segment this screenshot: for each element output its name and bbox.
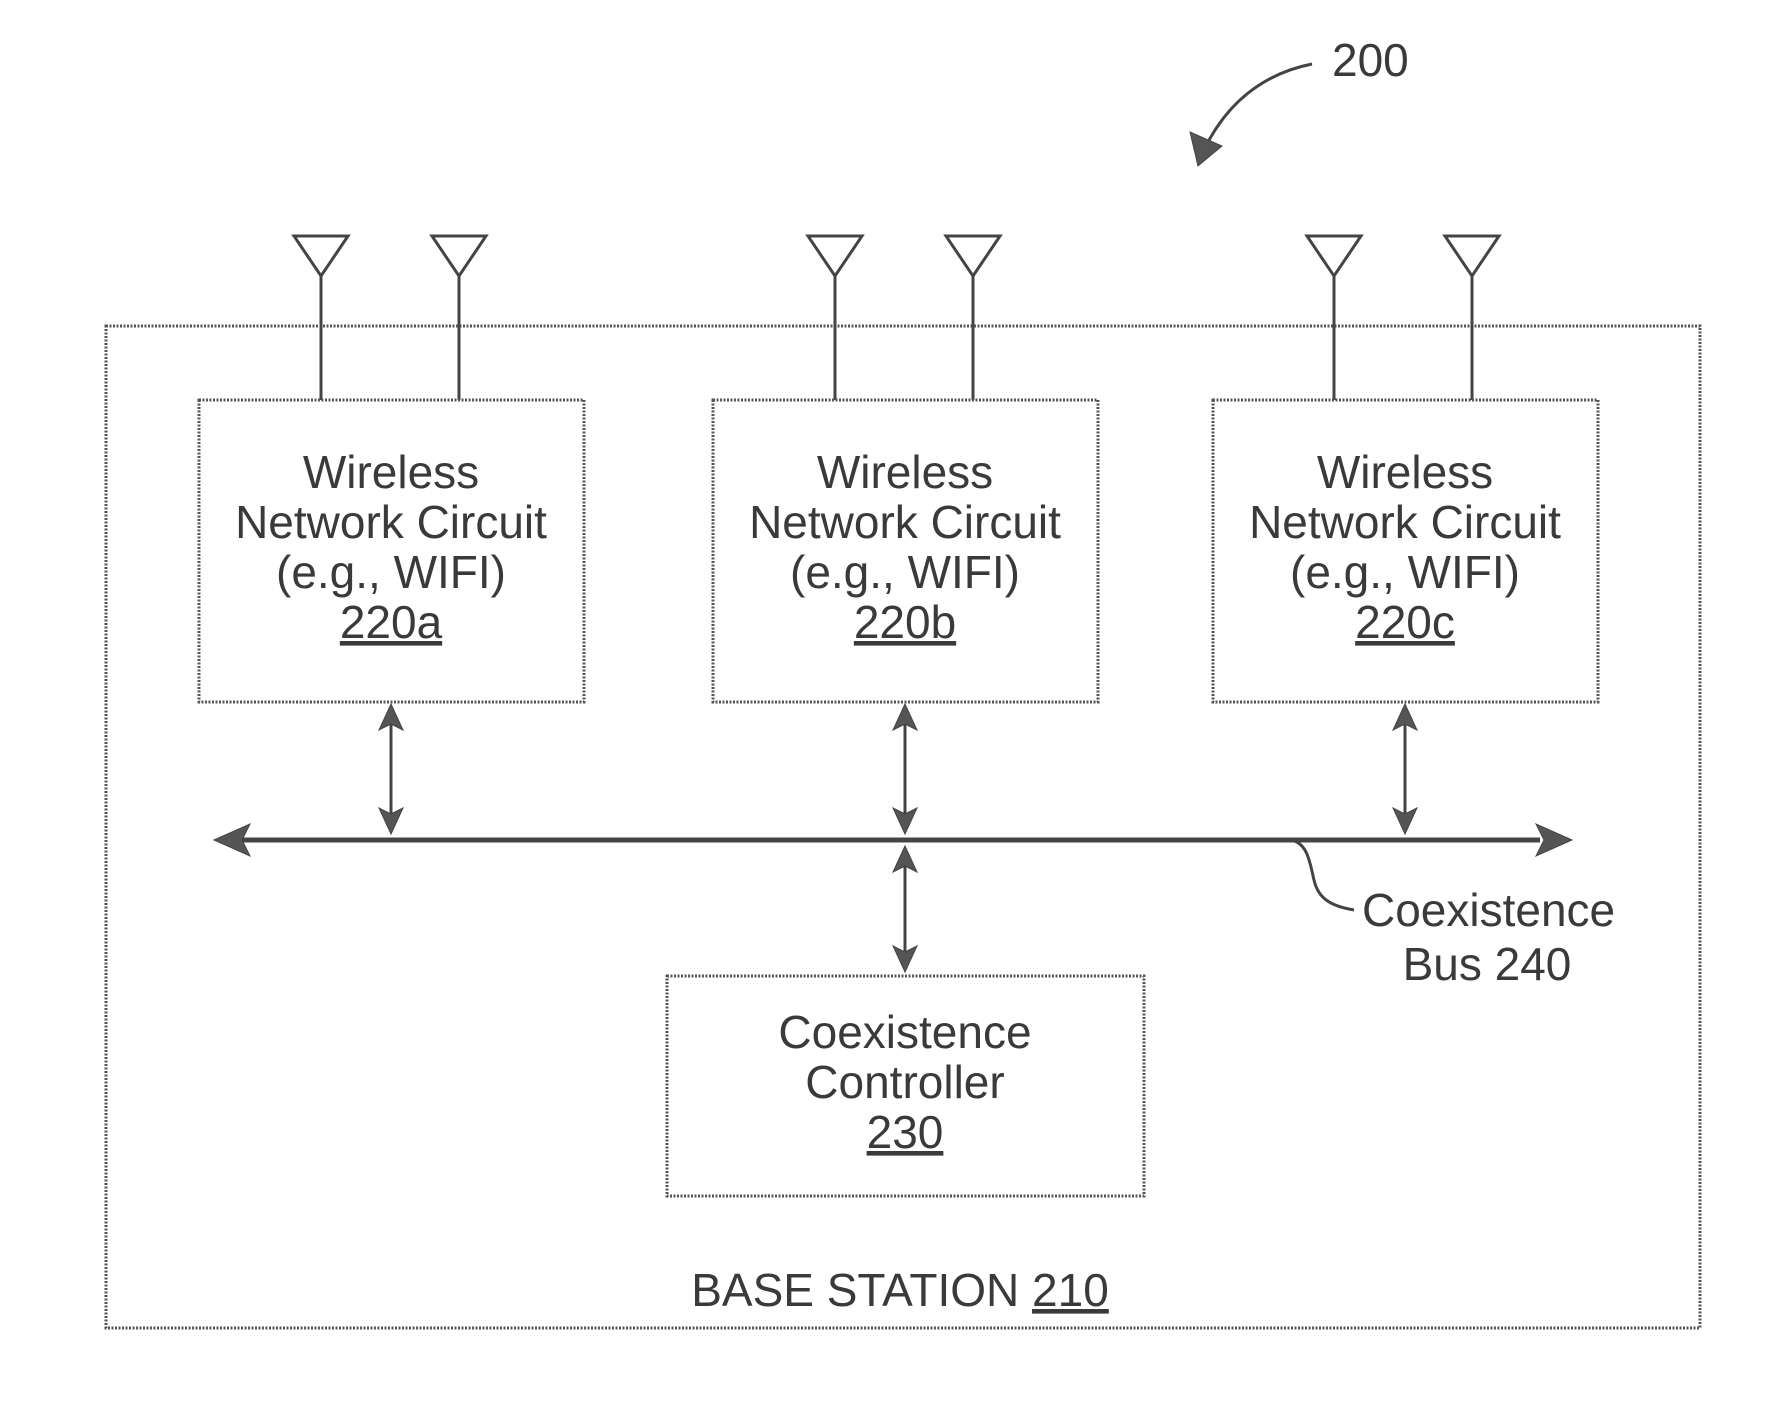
controller-ref: 230 xyxy=(867,1106,944,1158)
antenna-icon xyxy=(294,236,348,276)
antenna-icon xyxy=(946,236,1000,276)
circuit-220c-ref: 220c xyxy=(1355,596,1455,648)
figure-number: 200 xyxy=(1332,34,1409,86)
controller-line2: Controller xyxy=(805,1056,1004,1108)
bus-right-arrowhead xyxy=(1536,824,1572,856)
circuit-220c-line1: Wireless xyxy=(1317,446,1493,498)
circuit-220b-line1: Wireless xyxy=(817,446,993,498)
circuit-220a-line1: Wireless xyxy=(303,446,479,498)
circuit-220b-ref: 220b xyxy=(854,596,956,648)
circuit-220c-line3: (e.g., WIFI) xyxy=(1290,546,1520,598)
base-station-label: BASE STATION 210 xyxy=(691,1264,1109,1316)
antenna-icon xyxy=(432,236,486,276)
antenna-icon xyxy=(808,236,862,276)
antenna-icon xyxy=(1445,236,1499,276)
circuit-220a-line2: Network Circuit xyxy=(235,496,547,548)
bus-label-leader xyxy=(1290,840,1354,910)
controller-line1: Coexistence xyxy=(778,1006,1031,1058)
circuit-220b-line3: (e.g., WIFI) xyxy=(790,546,1020,598)
circuit-220c-line2: Network Circuit xyxy=(1249,496,1561,548)
bus-label-line2: Bus 240 xyxy=(1403,938,1572,990)
antenna-icon xyxy=(1307,236,1361,276)
bus-label-line1: Coexistence xyxy=(1362,884,1615,936)
figure-pointer-arrowhead xyxy=(1190,132,1222,166)
circuit-220a-line3: (e.g., WIFI) xyxy=(276,546,506,598)
circuit-220b-line2: Network Circuit xyxy=(749,496,1061,548)
figure-pointer-line xyxy=(1204,64,1312,150)
circuit-220a-ref: 220a xyxy=(340,596,443,648)
